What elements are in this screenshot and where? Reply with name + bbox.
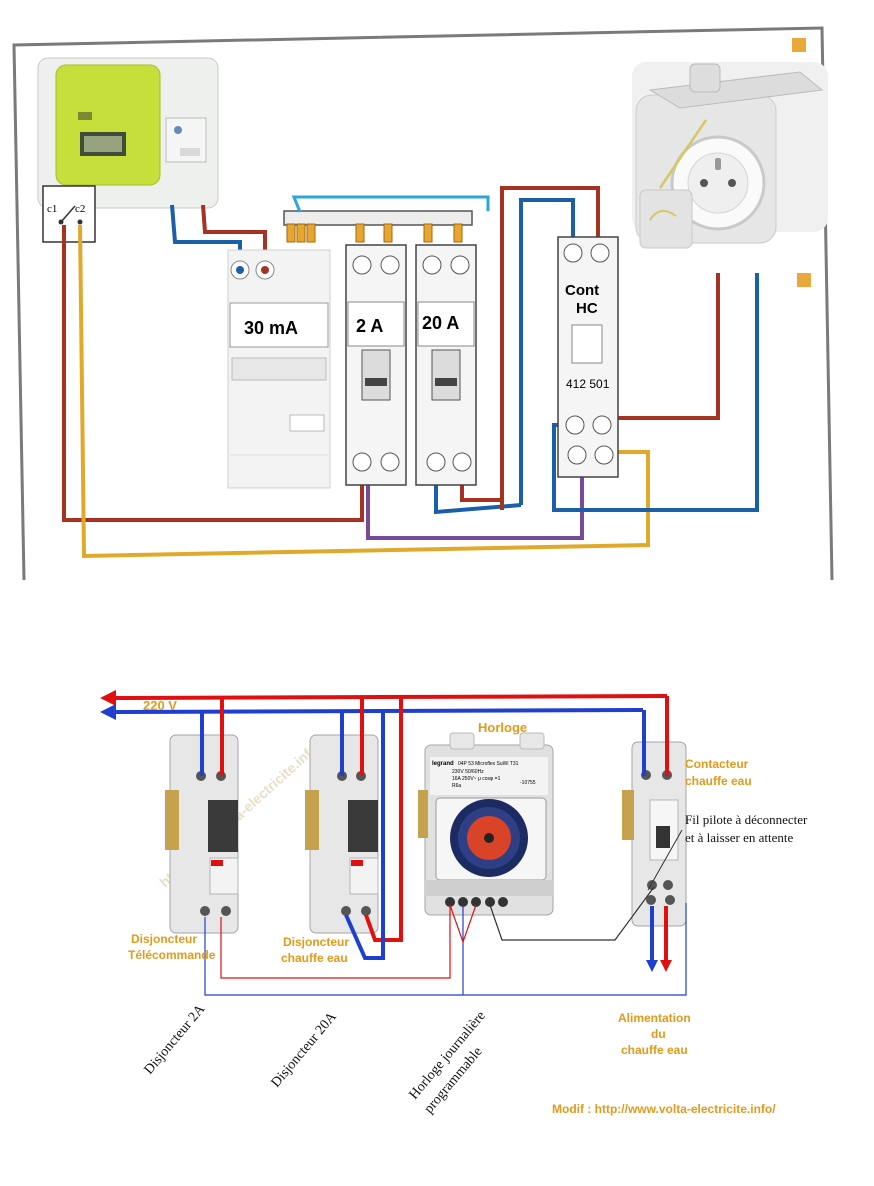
hc-switch: c1 c2 — [42, 185, 96, 243]
label-rot-2a: Disjoncteur 2A — [142, 1001, 209, 1077]
label-rot-20a: Disjoncteur 20A — [269, 1009, 341, 1091]
label-fil-pilote-1: Fil pilote à déconnecter — [685, 812, 808, 827]
label-disj-ce-2: chauffe eau — [281, 951, 348, 965]
breaker-20a-rating: 20 A — [422, 313, 459, 333]
electric-meter — [37, 57, 219, 209]
panel-fixing — [797, 273, 811, 287]
wire-neutral-contactor — [519, 198, 575, 505]
contactor-top: Cont HC 412 501 — [557, 236, 619, 478]
busbar-neutral-jumper — [291, 195, 490, 213]
label-modif: Modif : http://www.volta-electricite.inf… — [552, 1102, 776, 1116]
bottom-diagram: 220 V http://www.volta-electricite.info/ — [100, 690, 808, 1117]
label-alim-2: du — [651, 1027, 666, 1041]
switch-label-c2: c2 — [75, 203, 85, 215]
breaker-2a-module — [165, 734, 239, 934]
top-panel: c1 c2 — [12, 26, 834, 581]
label-disj-tel-2: Télécommande — [128, 948, 216, 962]
label-contacteur-2: chauffe eau — [685, 774, 752, 788]
label-alim-3: chauffe eau — [621, 1043, 688, 1057]
clock-text-3: 16A 250V~ μ cosφ =1 — [452, 776, 501, 782]
label-horloge: Horloge — [478, 720, 527, 735]
wire-c2 — [78, 224, 650, 559]
clock-brand: legrand — [432, 761, 454, 767]
clock-text-4: R6a — [452, 783, 461, 789]
panel-frame — [12, 26, 834, 581]
breaker-20a-top: 20 A — [415, 244, 477, 486]
label-fil-pilote-2: et à laisser en attente — [685, 830, 794, 845]
voltage-label: 220 V — [143, 698, 177, 713]
contactor-module — [622, 741, 687, 927]
top-wires — [62, 186, 759, 559]
supply-arrows — [100, 690, 668, 720]
bottom-wires — [200, 696, 687, 996]
breaker-2a-rating: 2 A — [356, 316, 383, 336]
wall-socket — [632, 62, 828, 249]
wire-coil — [366, 452, 584, 540]
label-alim-1: Alimentation — [618, 1011, 691, 1025]
clock-text-1: 04P 53 Microflex SuWi T31 — [458, 761, 519, 767]
switch-label-c1: c1 — [47, 203, 57, 215]
label-disj-tel-1: Disjoncteur — [131, 932, 197, 946]
breaker-2a-top: 2 A — [345, 244, 407, 486]
label-contacteur-1: Contacteur — [685, 757, 749, 771]
panel-fixing — [792, 38, 806, 52]
contactor-line2: HC — [576, 300, 598, 317]
busbar-comb — [283, 210, 473, 243]
rcd-30ma: 30 mA — [227, 249, 331, 489]
timer-clock: legrand 04P 53 Microflex SuWi T31 230V 5… — [418, 732, 554, 916]
wire-c1 — [62, 225, 364, 522]
label-disj-ce-1: Disjoncteur — [283, 935, 349, 949]
rcd-rating: 30 mA — [244, 318, 298, 338]
wire-out-phase — [601, 273, 720, 428]
wire-phase-contactor — [500, 186, 600, 510]
contactor-line1: Cont — [565, 282, 599, 299]
clock-ref: -10755 — [520, 780, 536, 786]
contactor-ref: 412 501 — [566, 377, 610, 391]
clock-text-2: 230V 50/60Hz — [452, 769, 484, 775]
